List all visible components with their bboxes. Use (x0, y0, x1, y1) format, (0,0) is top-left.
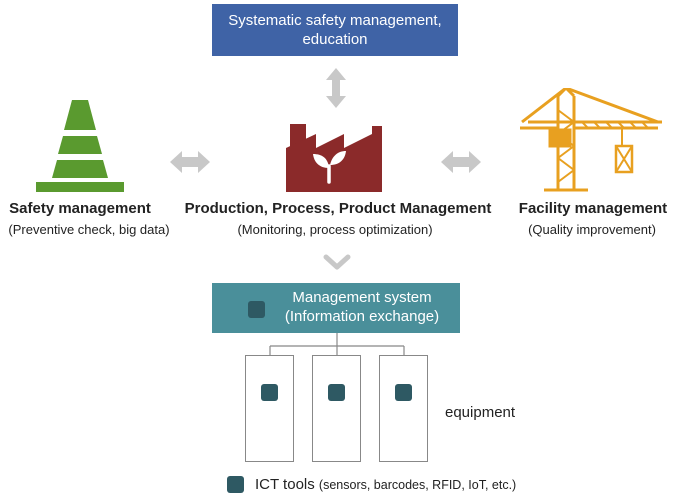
left-double-arrow-icon (170, 151, 210, 173)
legend-label: ICT tools (sensors, barcodes, RFID, IoT,… (255, 476, 516, 493)
ict-tool-icon (248, 301, 265, 318)
equipment-cabinet-2 (312, 355, 361, 462)
crane-icon (520, 88, 662, 192)
traffic-cone-icon (36, 100, 124, 192)
factory-plant-icon (286, 124, 382, 192)
equipment-label: equipment (445, 404, 516, 421)
safety-management-title: Safety management (9, 200, 151, 217)
management-system-line1: Management system (292, 289, 432, 306)
equipment-cabinet-1 (245, 355, 294, 462)
vertical-double-arrow-icon (326, 68, 346, 108)
legend-main: ICT tools (255, 476, 315, 493)
production-management-title: Production, Process, Product Management (184, 200, 492, 217)
right-double-arrow-icon (441, 151, 481, 173)
facility-management-title: Facility management (518, 200, 668, 217)
equipment-cabinet-3 (379, 355, 428, 462)
chevron-down-icon (323, 254, 351, 270)
ict-tool-legend-icon (227, 476, 244, 493)
management-system-line2: (Information exchange) (284, 308, 440, 325)
production-management-subtitle: (Monitoring, process optimization) (237, 222, 433, 237)
ict-tool-icon (395, 384, 412, 401)
management-system-box: Management system (Information exchange) (212, 283, 460, 333)
safety-management-subtitle: (Preventive check, big data) (8, 222, 170, 237)
management-system-label: Management system (Information exchange) (272, 288, 452, 326)
safety-education-box: Systematic safety management, education (212, 4, 458, 56)
safety-education-line2: education (302, 31, 368, 48)
ict-tool-icon (261, 384, 278, 401)
ict-tool-icon (328, 384, 345, 401)
safety-education-line1: Systematic safety management, (228, 12, 442, 29)
legend-detail: (sensors, barcodes, RFID, IoT, etc.) (318, 478, 517, 492)
distribution-lines (269, 333, 405, 355)
facility-management-subtitle: (Quality improvement) (528, 222, 656, 237)
